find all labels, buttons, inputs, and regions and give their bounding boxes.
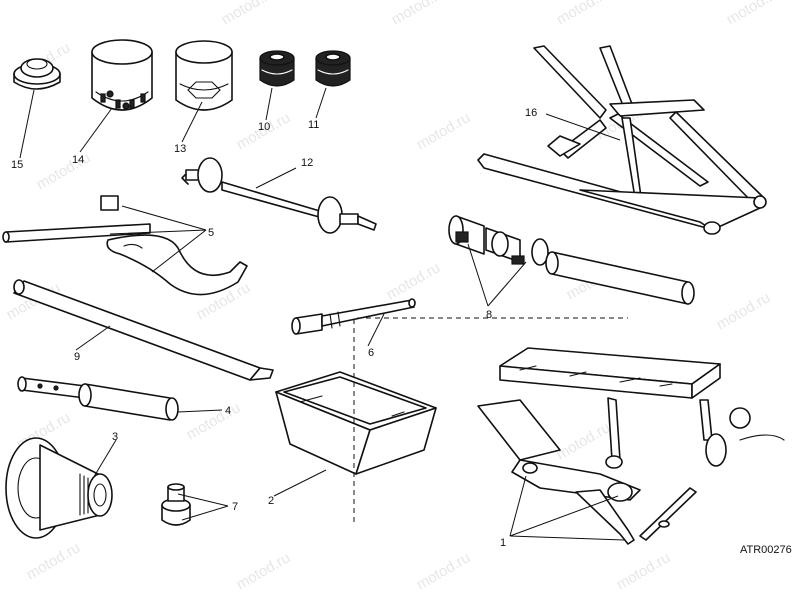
callout-1: 1 <box>500 537 506 549</box>
callout-6: 6 <box>368 347 374 359</box>
part-15-cap <box>13 58 61 90</box>
part-10-bushing <box>259 50 295 87</box>
callout-16: 16 <box>525 107 537 119</box>
part-8-tube-set <box>448 215 695 305</box>
callout-7: 7 <box>232 501 238 513</box>
callout-12: 12 <box>301 157 313 169</box>
watermark: motod.ru <box>384 259 444 303</box>
part-13-hex-socket <box>175 40 233 111</box>
callout-5: 5 <box>208 227 214 239</box>
callout-10: 10 <box>258 121 270 133</box>
callout-15: 15 <box>11 159 23 171</box>
part-4-shaft <box>17 376 179 421</box>
part-1-lift-jack <box>353 317 785 545</box>
watermark: motod.ru <box>184 399 244 443</box>
part-3-adapter <box>5 437 113 539</box>
callout-14: 14 <box>72 154 84 166</box>
watermark: motod.ru <box>724 0 784 28</box>
watermark: motod.ru <box>554 0 614 28</box>
watermark: motod.ru <box>554 419 614 463</box>
callout-2: 2 <box>268 495 274 507</box>
watermark: motod.ru <box>414 549 474 593</box>
callout-labels: 15 14 13 10 11 12 16 5 8 9 6 4 3 2 7 1 <box>11 107 537 549</box>
part-2-tray <box>275 371 437 475</box>
drawing-code: ATR00276 <box>740 544 792 556</box>
callout-9: 9 <box>74 351 80 363</box>
callout-4: 4 <box>225 405 231 417</box>
watermark: motod.ru <box>234 549 294 593</box>
part-11-bushing <box>315 50 351 87</box>
callout-8: 8 <box>486 309 492 321</box>
part-6-threaded-shaft <box>291 298 416 335</box>
watermark: motod.ru <box>714 289 774 333</box>
watermark: motod.ru <box>414 109 474 153</box>
watermark: motod.ru <box>219 0 279 28</box>
watermark: motod.ru <box>34 149 94 193</box>
watermark: motod.ru <box>24 539 84 583</box>
part-12-puller <box>181 157 377 234</box>
watermark: motod.ru <box>389 0 449 28</box>
callout-3: 3 <box>112 431 118 443</box>
part-16-stand <box>477 45 767 235</box>
watermark: motod.ru <box>614 549 674 593</box>
leader-lines <box>19 87 625 541</box>
callout-13: 13 <box>174 143 186 155</box>
part-14-socket <box>91 39 153 111</box>
callout-11: 11 <box>308 119 319 131</box>
part-9-rod <box>13 279 274 381</box>
part-5-pin-wrench <box>2 195 248 296</box>
